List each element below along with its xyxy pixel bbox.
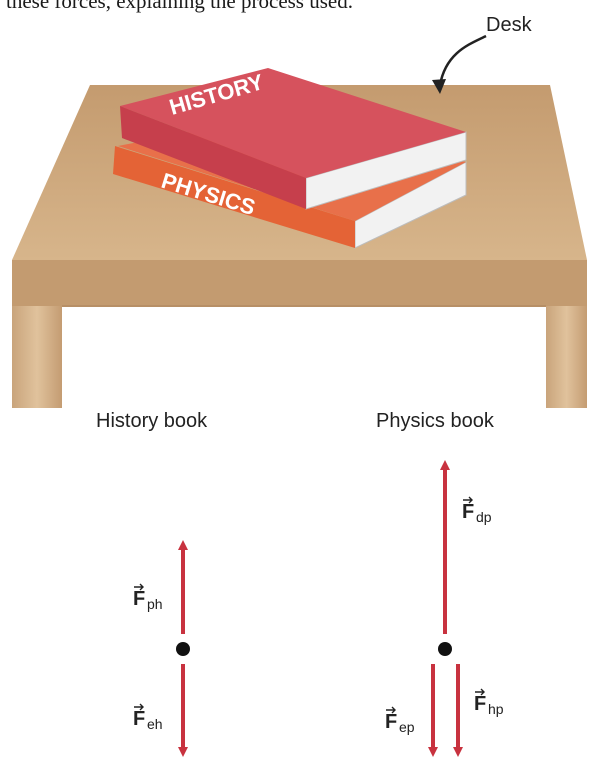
svg-text:dp: dp xyxy=(476,509,492,525)
svg-text:F: F xyxy=(133,708,145,730)
svg-text:F: F xyxy=(385,711,397,733)
force-label-ph: F ph xyxy=(133,584,163,612)
physics-point xyxy=(438,642,452,656)
svg-text:F: F xyxy=(133,588,145,610)
history-fbd: F ph F eh xyxy=(133,545,190,752)
force-label-dp: F dp xyxy=(462,497,492,525)
svg-text:ph: ph xyxy=(147,596,163,612)
history-point xyxy=(176,642,190,656)
svg-text:F: F xyxy=(462,501,474,523)
force-label-eh: F eh xyxy=(133,704,163,732)
force-label-hp: F hp xyxy=(474,689,504,717)
svg-text:F: F xyxy=(474,693,486,715)
svg-text:eh: eh xyxy=(147,716,163,732)
svg-text:ep: ep xyxy=(399,719,415,735)
physics-fbd: F dp F ep F hp xyxy=(385,465,504,752)
svg-text:hp: hp xyxy=(488,701,504,717)
force-label-ep: F ep xyxy=(385,707,415,735)
